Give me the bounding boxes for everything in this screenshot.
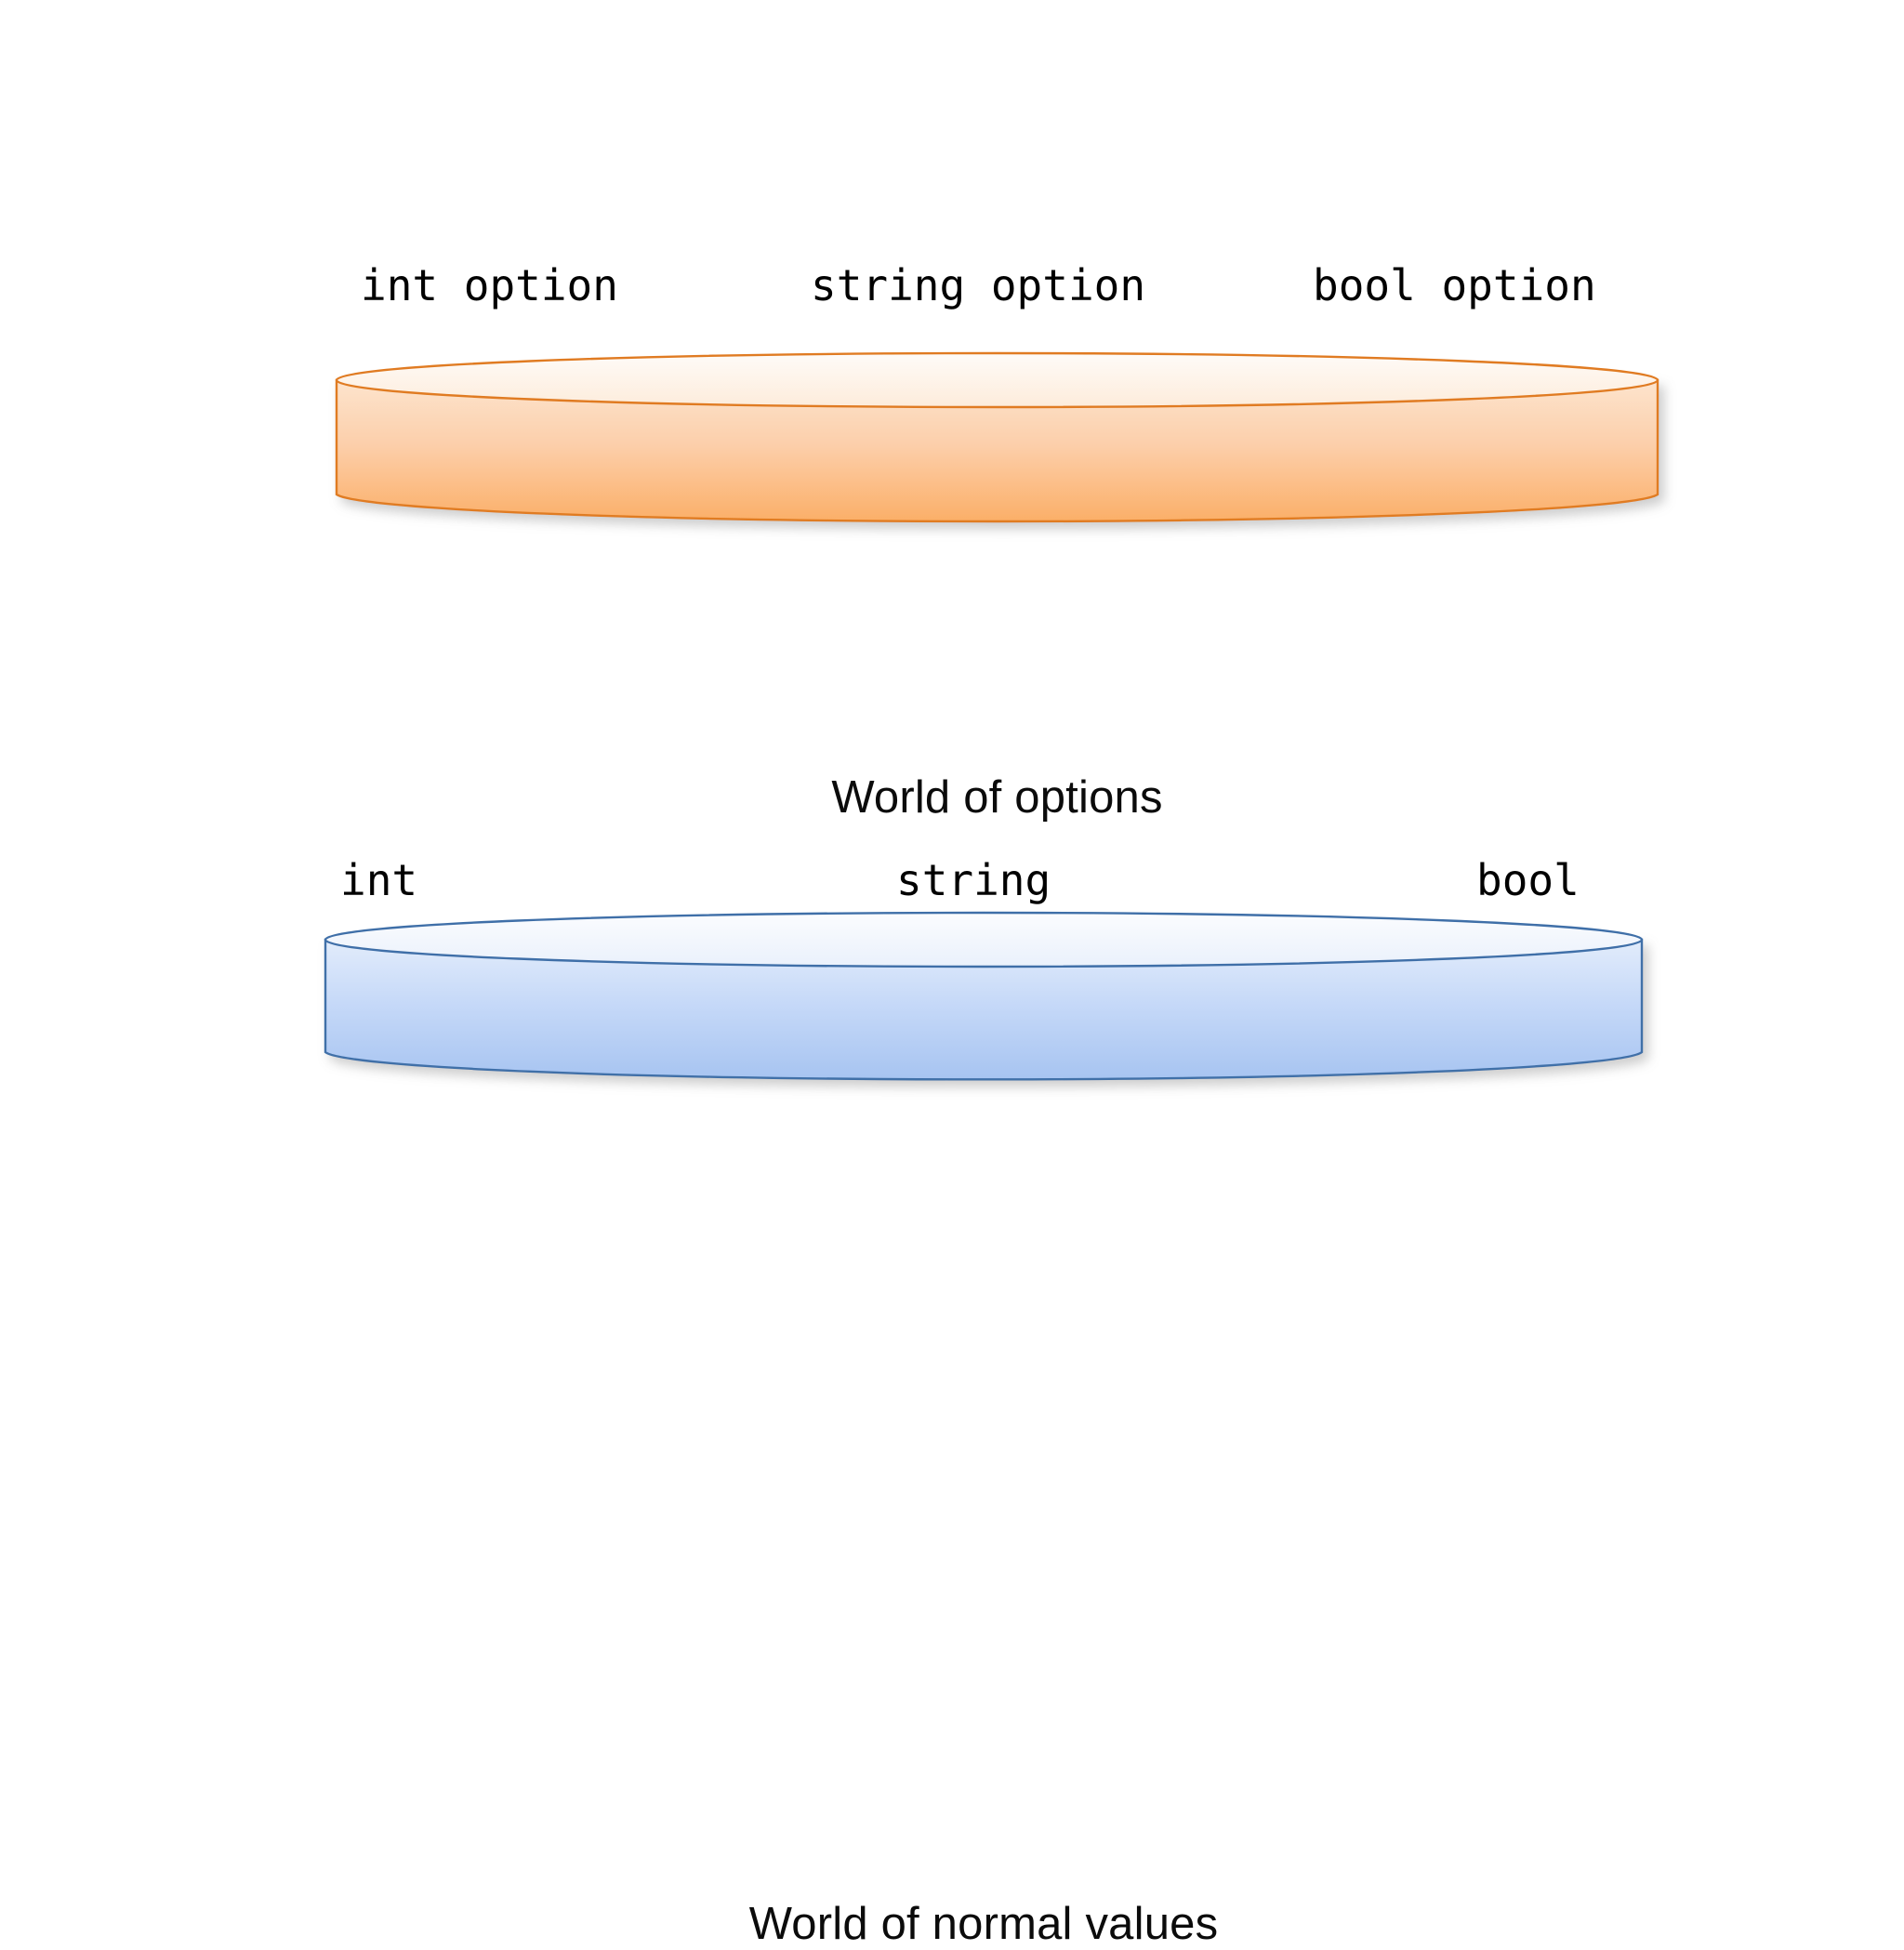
options-type-label-row: int option string option bool option bbox=[0, 253, 1904, 318]
options-cylinder-shape bbox=[335, 351, 1659, 523]
type-label-bool-option: bool option bbox=[1313, 260, 1596, 310]
type-label-int: int bbox=[340, 855, 418, 905]
values-cylinder: World of normal values bbox=[324, 911, 1644, 1949]
type-label-string-option: string option bbox=[811, 260, 1146, 310]
type-label-string: string bbox=[896, 855, 1051, 905]
values-cylinder-caption: World of normal values bbox=[748, 1899, 1219, 1949]
options-cylinder-caption: World of options bbox=[831, 772, 1163, 823]
values-cylinder-shape bbox=[324, 911, 1644, 1081]
type-label-int-option: int option bbox=[361, 260, 618, 310]
slide-canvas: int option string option bool option bbox=[0, 253, 1904, 1949]
options-cylinder: World of options bbox=[335, 351, 1659, 823]
values-type-label-row: int string bool bbox=[0, 848, 1904, 913]
type-label-bool: bool bbox=[1476, 855, 1580, 905]
